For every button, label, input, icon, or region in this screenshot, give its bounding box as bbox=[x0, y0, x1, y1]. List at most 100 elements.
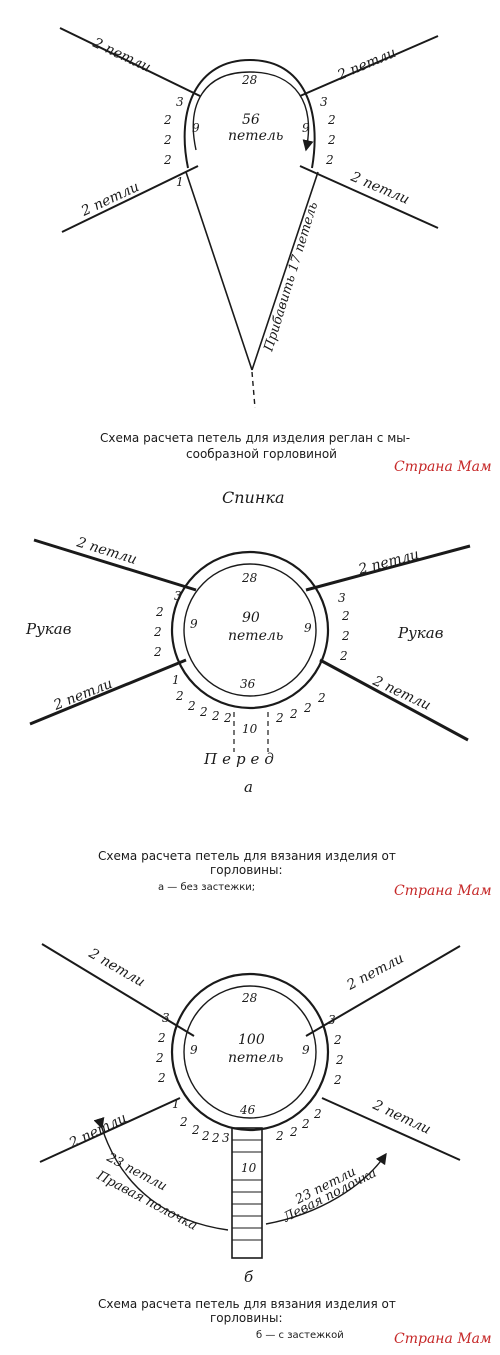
caption2-line3: а — без застежки; bbox=[158, 882, 255, 893]
neck-circle-inner bbox=[183, 563, 317, 697]
two-left-2: 2 bbox=[155, 1051, 164, 1065]
two-bottom-right-3: 2 bbox=[303, 701, 312, 715]
two-bottom-left-4: 2 bbox=[211, 709, 220, 723]
label-top-left: 2 петли bbox=[89, 35, 153, 76]
two-bottom-right-4: 2 bbox=[313, 1107, 322, 1121]
neck-circle-outer bbox=[170, 972, 330, 1132]
two-right-1: 2 bbox=[333, 1033, 342, 1047]
label-bottom-left: 2 петли bbox=[66, 1110, 130, 1152]
two-bottom-right-4: 2 bbox=[317, 691, 326, 705]
two-right-2: 2 bbox=[335, 1053, 344, 1067]
two-left-2: 2 bbox=[163, 133, 172, 147]
right-shelf-arc bbox=[93, 1116, 229, 1231]
two-bottom-left-4: 2 bbox=[211, 1131, 220, 1145]
raglan-line-bottom-right bbox=[319, 658, 469, 742]
two-bottom-left-2: 2 bbox=[191, 1123, 200, 1137]
marker-3-left: 3 bbox=[176, 95, 184, 109]
two-bottom-left-1: 2 bbox=[179, 1115, 188, 1129]
marker-3-right: 3 bbox=[320, 95, 328, 109]
two-bottom-left-1: 2 bbox=[175, 689, 184, 703]
watermark-1: Страна Мам bbox=[394, 459, 492, 475]
count-left: 9 bbox=[192, 121, 200, 135]
raglan-line-top-right bbox=[305, 544, 471, 592]
marker-3-bottom: 3 bbox=[222, 1131, 230, 1145]
neck-circle-outer bbox=[170, 550, 330, 710]
marker-3-left: 3 bbox=[174, 589, 182, 603]
label-top-left: 2 петли bbox=[85, 945, 147, 990]
diagram-no-fastener: Спинка 2 петли 2 петли 2 петли 2 петли Р… bbox=[25, 488, 492, 899]
two-bottom-left-3: 2 bbox=[201, 1129, 210, 1143]
label-top-right: 2 петли bbox=[334, 45, 398, 84]
label-back: Спинка bbox=[222, 488, 284, 507]
two-bottom-right-2: 2 bbox=[289, 1125, 298, 1139]
two-left-1: 2 bbox=[157, 1031, 166, 1045]
two-bottom-left-2: 2 bbox=[187, 699, 196, 713]
neck-circle-inner bbox=[183, 985, 317, 1119]
two-bottom-right-1: 2 bbox=[275, 711, 284, 725]
raglan-line-top-right bbox=[305, 945, 461, 1037]
two-right-3: 2 bbox=[333, 1073, 342, 1087]
center-word: петель bbox=[228, 1050, 283, 1066]
marker-3-left: 3 bbox=[162, 1011, 170, 1025]
front-center: 10 bbox=[242, 722, 258, 736]
caption3-line3: б — с застежкой bbox=[256, 1330, 344, 1341]
label-sleeve-left: Рукав bbox=[25, 620, 72, 638]
two-right-3: 2 bbox=[325, 153, 334, 167]
count-front: 36 bbox=[240, 677, 256, 691]
caption2-line2: горловины: bbox=[210, 863, 283, 877]
watermark-3: Страна Мам bbox=[394, 1331, 492, 1347]
raglan-line-top-right bbox=[299, 35, 439, 97]
two-left-3: 2 bbox=[163, 153, 172, 167]
count-front: 46 bbox=[239, 1103, 256, 1117]
center-number: 56 bbox=[242, 112, 260, 128]
caption2-line1: Схема расчета петель для вязания изделия… bbox=[98, 849, 396, 863]
sub-letter-b: б bbox=[244, 1268, 254, 1286]
two-bottom-right-1: 2 bbox=[275, 1129, 284, 1143]
two-left-1: 2 bbox=[163, 113, 172, 127]
placket-strip bbox=[231, 1127, 263, 1259]
label-top-right: 2 петли bbox=[343, 950, 406, 994]
center-number: 100 bbox=[238, 1032, 265, 1048]
count-left: 9 bbox=[190, 1043, 198, 1057]
label-bottom-right: 2 петли bbox=[369, 1097, 433, 1138]
diagram-raglan-v-neck: 2 петли 2 петли 2 петли 2 петли 28 9 9 5… bbox=[59, 27, 492, 475]
raglan-line-top-left bbox=[59, 27, 201, 97]
two-bottom-left-3: 2 bbox=[199, 705, 208, 719]
caption3-line2: горловины: bbox=[210, 1311, 283, 1325]
placket-hatching bbox=[232, 1139, 262, 1241]
v-center-dashed bbox=[251, 371, 256, 409]
two-right-3: 2 bbox=[339, 649, 348, 663]
marker-3-right: 3 bbox=[338, 591, 346, 605]
count-right: 9 bbox=[304, 621, 312, 635]
raglan-line-top-left bbox=[41, 943, 195, 1037]
two-right-2: 2 bbox=[341, 629, 350, 643]
left-shelf-arc bbox=[265, 1152, 387, 1225]
center-word: петель bbox=[228, 628, 283, 644]
neck-arc-outer bbox=[183, 58, 316, 169]
v-line-right bbox=[251, 171, 319, 371]
two-left-2: 2 bbox=[153, 625, 162, 639]
marker-1: 1 bbox=[172, 1097, 180, 1111]
two-right-2: 2 bbox=[327, 133, 336, 147]
two-bottom-right-2: 2 bbox=[289, 707, 298, 721]
caption1-line2: сообразной горловиной bbox=[186, 447, 337, 461]
sub-letter-a: а bbox=[244, 778, 253, 796]
neck-arc-inner bbox=[192, 71, 314, 152]
count-right: 9 bbox=[302, 121, 310, 135]
raglan-line-bottom-left bbox=[61, 165, 199, 233]
two-bottom-left-5: 2 bbox=[223, 711, 232, 725]
center-number: 90 bbox=[242, 610, 260, 626]
raglan-line-top-left bbox=[33, 538, 197, 592]
marker-3-right: 3 bbox=[328, 1013, 336, 1027]
two-right-1: 2 bbox=[327, 113, 336, 127]
center-word: петель bbox=[228, 128, 283, 144]
marker-1: 1 bbox=[172, 673, 180, 687]
label-bottom-left: 2 петли bbox=[78, 179, 142, 220]
label-front: Перед bbox=[203, 750, 279, 768]
caption1-line1: Схема расчета петель для изделия реглан … bbox=[100, 431, 410, 445]
two-left-3: 2 bbox=[157, 1071, 166, 1085]
count-right: 9 bbox=[302, 1043, 310, 1057]
v-line-left bbox=[185, 171, 253, 371]
count-left: 9 bbox=[190, 617, 198, 631]
